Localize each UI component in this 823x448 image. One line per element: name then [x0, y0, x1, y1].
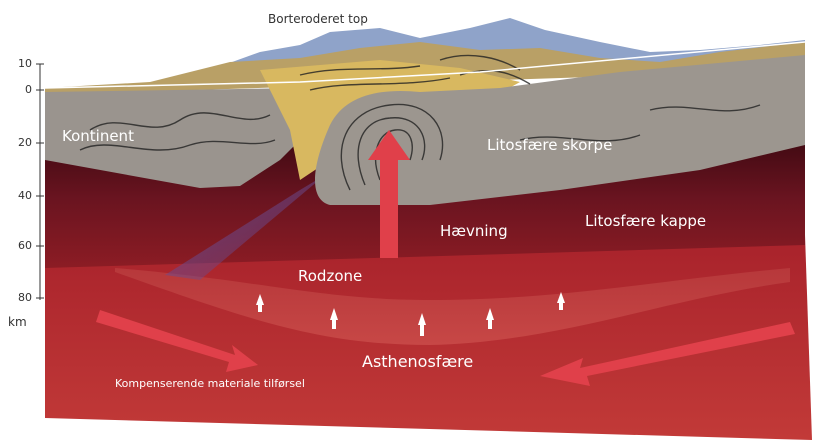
axis-tick-40: 40	[2, 189, 32, 202]
axis-tick-10: 10	[2, 57, 32, 70]
axis-tick-0: 0	[2, 83, 32, 96]
depth-axis	[36, 64, 44, 300]
axis-tick-20: 20	[2, 136, 32, 149]
label-mantle: Litosfære kappe	[585, 212, 706, 230]
axis-tick-60: 60	[2, 239, 32, 252]
label-crust: Litosfære skorpe	[487, 136, 612, 154]
label-compensation: Kompenserende materiale tilførsel	[115, 377, 305, 390]
axis-unit: km	[8, 315, 27, 329]
label-continent: Kontinent	[62, 127, 134, 145]
axis-tick-80: 80	[2, 291, 32, 304]
distant-top-label: Borteroderet top	[268, 12, 368, 26]
label-root-zone: Rodzone	[298, 267, 362, 285]
label-asthenosphere: Asthenosfære	[362, 352, 473, 371]
label-uplift: Hævning	[440, 222, 508, 240]
